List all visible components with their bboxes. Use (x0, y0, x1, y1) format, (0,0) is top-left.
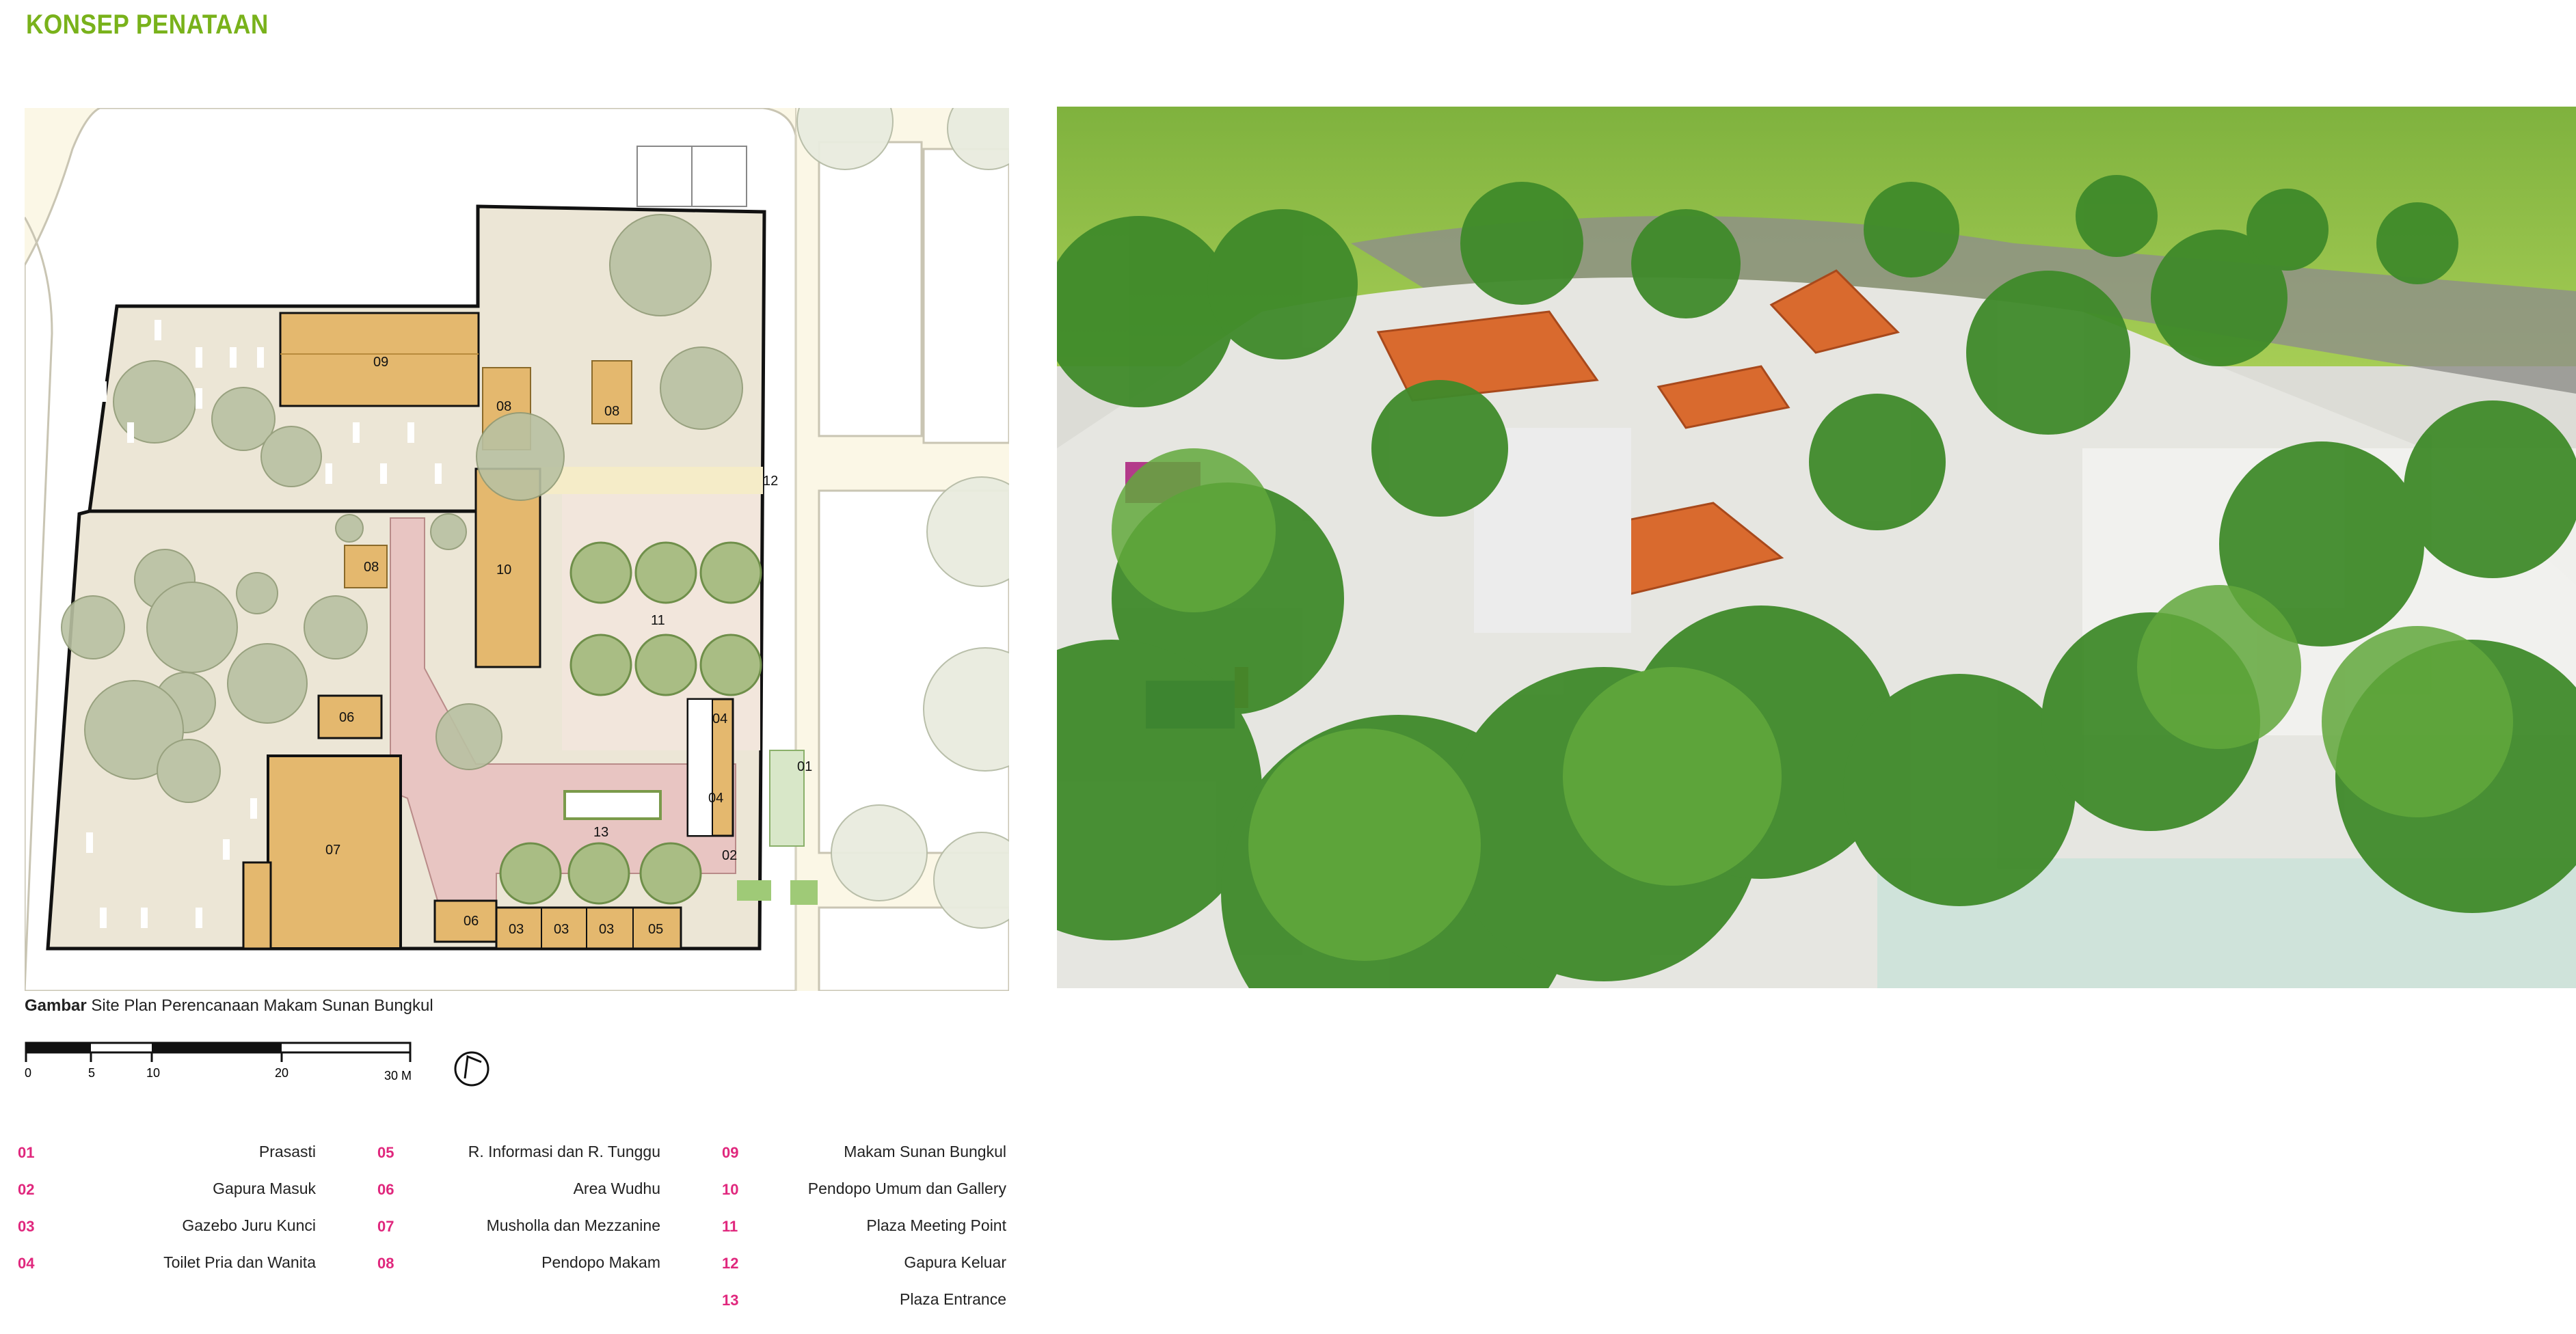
legend-label: Pendopo Makam (541, 1253, 660, 1271)
legend-number: 03 (18, 1218, 35, 1235)
neighbour-plot (818, 141, 923, 437)
plan-number: 12 (763, 474, 778, 489)
gazebo-row (495, 906, 682, 950)
legend-label: Makam Sunan Bungkul (844, 1143, 1006, 1160)
caption-text: Site Plan Perencanaan Makam Sunan Bungku… (86, 996, 433, 1015)
plan-number: 03 (509, 922, 524, 937)
legend-label: Pendopo Umum dan Gallery (807, 1180, 1006, 1197)
plan-number: 13 (593, 825, 608, 840)
page-title: KONSEP PENATAAN (26, 10, 269, 40)
legend-number: 11 (722, 1218, 738, 1235)
wudhu-area (317, 694, 383, 739)
legend-label: Musholla dan Mezzanine (486, 1216, 660, 1234)
plan-number: 04 (712, 711, 727, 726)
north-arrow-icon (454, 1051, 489, 1087)
plan-number: 01 (797, 759, 812, 774)
legend-number: 02 (18, 1181, 35, 1198)
plan-number: 04 (708, 791, 723, 806)
legend-number: 05 (377, 1144, 394, 1161)
plan-number: 09 (373, 355, 388, 370)
plan-number: 08 (364, 560, 379, 575)
legend-number: 09 (722, 1144, 739, 1161)
legend-number: 10 (722, 1181, 739, 1198)
legend-label: Area Wudhu (573, 1180, 660, 1197)
plan-number: 10 (496, 562, 511, 577)
tree-canopies (61, 214, 743, 803)
plaza-trees (499, 541, 762, 905)
pendopo-umum (474, 467, 541, 668)
scale-tick: 10 (146, 1066, 160, 1080)
legend-label: Plaza Meeting Point (866, 1216, 1006, 1234)
plan-number: 11 (651, 613, 665, 628)
makam-building (279, 312, 480, 407)
caption-bold: Gambar (25, 996, 87, 1015)
aerial-render (1057, 107, 2576, 988)
scale-bar: 0 5 10 20 30 M (25, 1042, 503, 1096)
legend-number: 07 (377, 1218, 394, 1235)
plan-number: 06 (464, 914, 479, 929)
plan-number: 08 (496, 399, 511, 414)
musholla-building (267, 754, 402, 950)
plan-number: 03 (599, 922, 614, 937)
legend-number: 08 (377, 1255, 394, 1272)
legend-label: R. Informasi dan R. Tunggu (468, 1143, 660, 1160)
plan-number: 02 (722, 848, 737, 863)
legend-number: 01 (18, 1144, 35, 1161)
scale-tick: 0 (25, 1066, 31, 1080)
legend-number: 06 (377, 1181, 394, 1198)
plan-number: 08 (604, 404, 619, 419)
figure-caption: Gambar Site Plan Perencanaan Makam Sunan… (25, 996, 433, 1016)
plan-number: 07 (325, 843, 340, 858)
scale-tick: 5 (88, 1066, 95, 1080)
plan-number: 06 (339, 710, 354, 725)
legend-number: 13 (722, 1292, 739, 1309)
legend-number: 12 (722, 1255, 739, 1272)
scale-tick: 30 M (384, 1069, 412, 1083)
parking-slot (636, 146, 693, 207)
plan-number: 03 (554, 922, 569, 937)
scale-tick: 20 (275, 1066, 289, 1080)
legend-label: Plaza Entrance (900, 1290, 1006, 1308)
legend-label: Toilet Pria dan Wanita (163, 1253, 316, 1271)
plan-number: 05 (648, 922, 663, 937)
legend-number: 04 (18, 1255, 35, 1272)
legend-label: Gapura Keluar (904, 1253, 1006, 1271)
legend-label: Gazebo Juru Kunci (182, 1216, 316, 1234)
legend-label: Gapura Masuk (213, 1180, 316, 1197)
legend-label: Prasasti (258, 1143, 316, 1160)
site-plan: 01 02 03 03 03 04 04 05 06 06 07 08 08 0… (25, 108, 1009, 991)
